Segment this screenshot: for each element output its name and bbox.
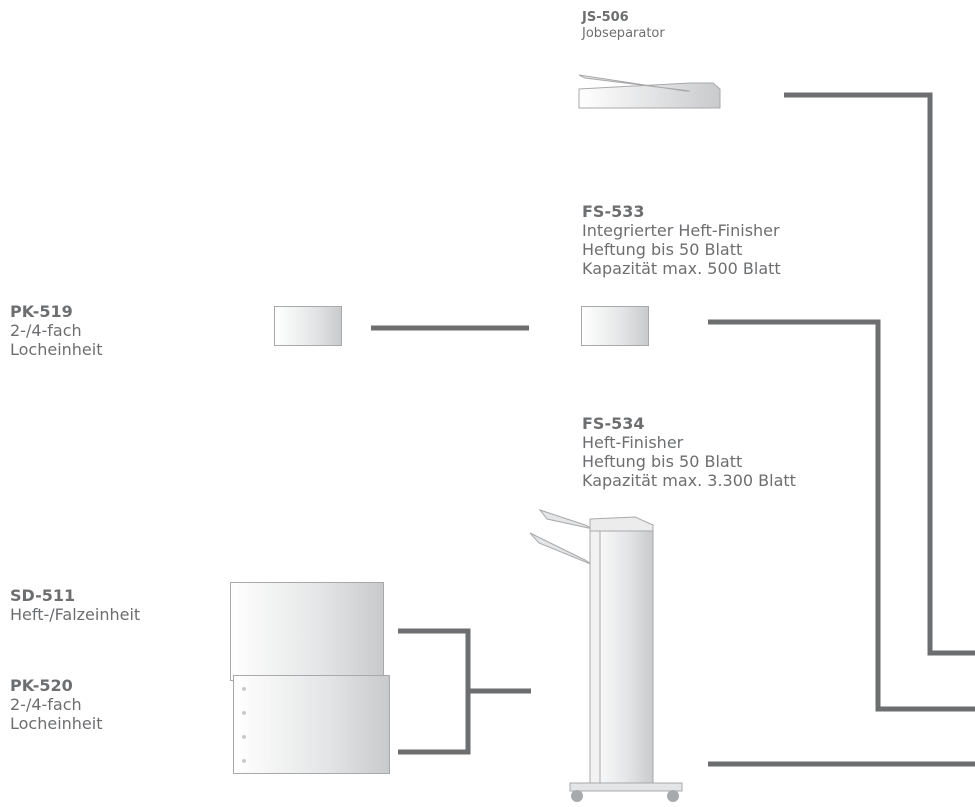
- pk519-device: [274, 306, 342, 346]
- js506-label: JS-506 Jobseparator: [582, 10, 665, 42]
- pk519-desc-1: 2-/4-fach: [10, 321, 82, 340]
- pk520-label: PK-520 2-/4-fach Locheinheit: [10, 676, 103, 733]
- pk519-desc-2: Locheinheit: [10, 340, 103, 359]
- sd511-code: SD-511: [10, 586, 76, 605]
- js506-desc: Jobseparator: [582, 26, 665, 41]
- sd511-desc-1: Heft-/Falzeinheit: [10, 605, 141, 624]
- fs533-label: FS-533 Integrierter Heft-Finisher Heftun…: [582, 202, 781, 278]
- pk520-desc-2: Locheinheit: [10, 714, 103, 733]
- pk520-code: PK-520: [10, 676, 73, 695]
- js506-device: [578, 74, 721, 109]
- pk519-code: PK-519: [10, 302, 73, 321]
- js506-code: JS-506: [582, 10, 629, 25]
- fs533-desc-1: Integrierter Heft-Finisher: [582, 221, 780, 240]
- punch-holes-icon: [242, 687, 246, 763]
- connector-fs533: [708, 319, 975, 712]
- pk519-label: PK-519 2-/4-fach Locheinheit: [10, 302, 103, 359]
- connector-sd511: [398, 628, 471, 755]
- fs533-desc-2: Heftung bis 50 Blatt: [582, 240, 743, 259]
- fs534-desc-2: Heftung bis 50 Blatt: [582, 452, 743, 471]
- fs533-code: FS-533: [582, 202, 645, 221]
- sd511-device: [230, 582, 384, 681]
- fs534-desc-3: Kapazität max. 3.300 Blatt: [582, 471, 796, 490]
- connector-js506: [784, 92, 975, 656]
- pk520-device: [233, 675, 390, 774]
- sd511-label: SD-511 Heft-/Falzeinheit: [10, 586, 140, 624]
- fs534-code: FS-534: [582, 414, 645, 433]
- fs534-device: [529, 509, 683, 802]
- pk520-desc-1: 2-/4-fach: [10, 695, 82, 714]
- fs533-device: [581, 306, 649, 346]
- fs534-desc-1: Heft-Finisher: [582, 433, 684, 452]
- fs533-desc-3: Kapazität max. 500 Blatt: [582, 259, 781, 278]
- fs534-label: FS-534 Heft-Finisher Heftung bis 50 Blat…: [582, 414, 796, 490]
